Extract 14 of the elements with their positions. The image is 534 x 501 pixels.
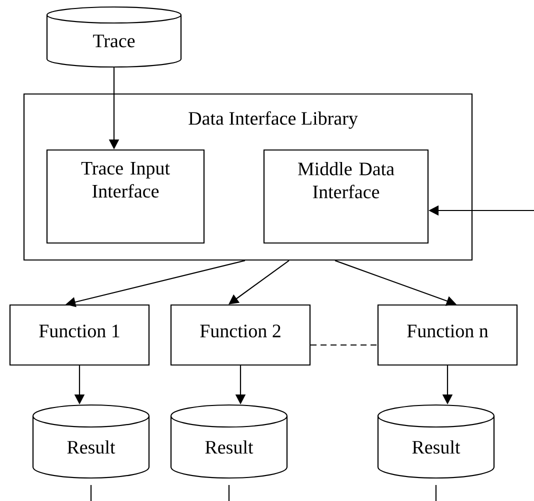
process-box: Function 1 — [9, 304, 150, 366]
connector-line — [310, 344, 378, 346]
database-cylinder: Result — [32, 404, 150, 479]
connector-line — [90, 485, 92, 501]
process-box: Function n — [377, 304, 518, 366]
arrow — [228, 260, 290, 304]
database-cylinder: Trace — [46, 6, 182, 68]
process-box: Trace Input Interface — [46, 149, 205, 244]
process-box: Middle Data Interface — [263, 149, 429, 244]
database-cylinder: Result — [377, 404, 495, 479]
connector-line — [228, 485, 230, 501]
database-cylinder: Result — [170, 404, 288, 479]
process-box: Function 2 — [170, 304, 311, 366]
connector-line — [435, 485, 437, 501]
